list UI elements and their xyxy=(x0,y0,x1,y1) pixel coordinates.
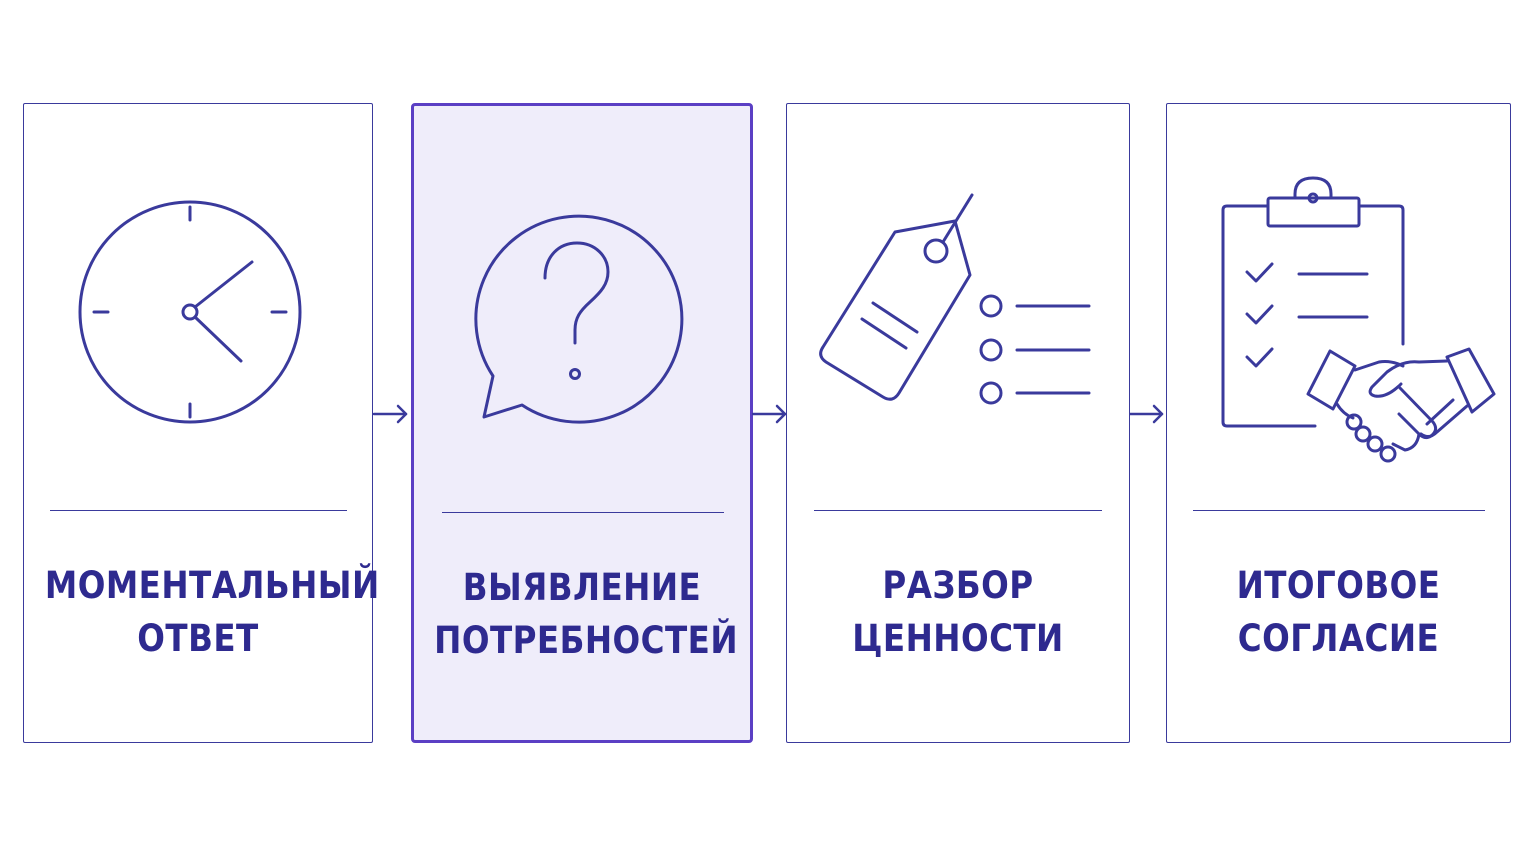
step-icon-area xyxy=(787,104,1129,504)
step-label-line2: ПОТРЕБНОСТЕЙ xyxy=(434,619,739,662)
step-card-final-agreement: ИТОГОВОЕ СОГЛАСИЕ xyxy=(1166,103,1511,743)
arrow-right-icon xyxy=(1129,404,1164,424)
clipboard-handshake-icon xyxy=(1221,176,1496,463)
card-divider xyxy=(50,510,347,511)
step-label-line1: ИТОГОВОЕ xyxy=(1236,564,1441,607)
step-label: ИТОГОВОЕ СОГЛАСИЕ xyxy=(1188,559,1490,665)
step-card-needs-discovery: ВЫЯВЛЕНИЕ ПОТРЕБНОСТЕЙ xyxy=(411,103,753,743)
card-divider xyxy=(1193,510,1485,511)
step-label-line2: ЦЕННОСТИ xyxy=(852,617,1064,660)
step-label-line1: ВЫЯВЛЕНИЕ xyxy=(462,566,702,609)
clock-icon xyxy=(78,200,302,424)
question-speech-bubble-icon xyxy=(474,214,684,424)
step-label-line2: СОГЛАСИЕ xyxy=(1237,617,1440,660)
step-label-line1: РАЗБОР xyxy=(882,564,1034,607)
step-icon-area xyxy=(24,104,372,504)
step-label-line1: МОМЕНТАЛЬНЫЙ xyxy=(44,564,380,607)
step-icon-area xyxy=(1167,104,1510,504)
price-tag-list-icon xyxy=(819,193,1091,405)
step-label: РАЗБОР ЦЕННОСТИ xyxy=(808,559,1109,665)
step-icon-area xyxy=(414,106,750,506)
step-label-line2: ОТВЕТ xyxy=(137,617,259,660)
arrow-right-icon xyxy=(752,404,787,424)
step-card-value-breakdown: РАЗБОР ЦЕННОСТИ xyxy=(786,103,1130,743)
card-divider xyxy=(814,510,1102,511)
step-card-instant-response: МОМЕНТАЛЬНЫЙ ОТВЕТ xyxy=(23,103,380,743)
step-label: ВЫЯВЛЕНИЕ ПОТРЕБНОСТЕЙ xyxy=(434,561,739,667)
step-label: МОМЕНТАЛЬНЫЙ ОТВЕТ xyxy=(44,559,380,665)
arrow-right-icon xyxy=(373,404,408,424)
card-divider xyxy=(442,512,724,513)
